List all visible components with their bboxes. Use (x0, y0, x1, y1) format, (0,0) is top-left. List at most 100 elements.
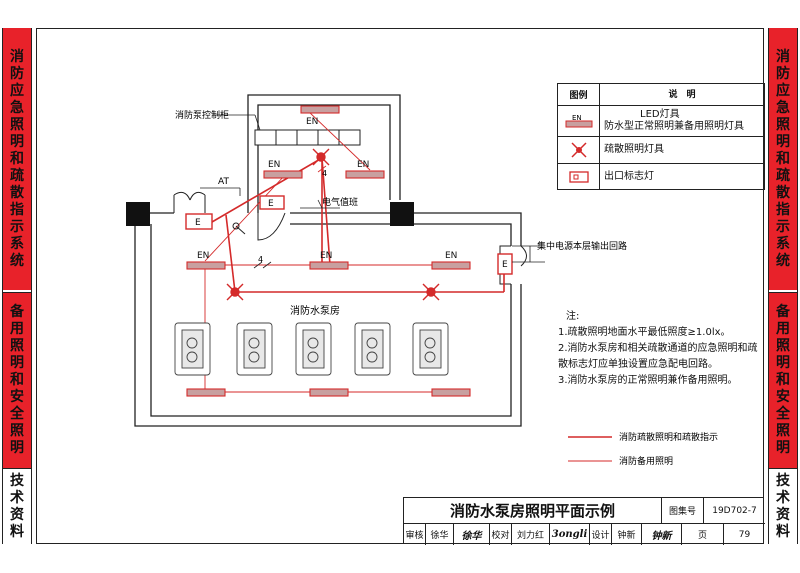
cross-light-icon (570, 142, 587, 158)
atlas-number-label: 图集号 (662, 498, 704, 524)
reviewer-name: 徐华 (426, 524, 454, 545)
exit-sign-icon (568, 170, 589, 183)
at-label: AT (218, 177, 229, 187)
pump-4 (354, 322, 391, 376)
legend-en-desc: LED灯具 防水型正常照明兼备用照明灯具 (600, 106, 764, 136)
notes-title: 注: (566, 311, 580, 322)
fixture-en-upper-right (345, 170, 385, 179)
legend-en-desc-2: 防水型正常照明兼备用照明灯具 (604, 121, 744, 132)
legend-exit-symbol-cell (558, 164, 600, 189)
circuit-mark-row1: 4 (258, 255, 263, 264)
circuit-tick-upper (317, 165, 327, 173)
door-right-arc (520, 245, 527, 267)
en-label-row1-2: EN (320, 251, 332, 261)
en-label-upper-right: EN (357, 160, 369, 170)
pump-room-label: 消防水泵房 (290, 304, 340, 317)
cabinet-2 (275, 129, 298, 146)
fixture-en-upper-left (263, 170, 303, 179)
cabinet-1 (254, 129, 277, 146)
note-1: 1.疏散照明地面水平最低照度≥1.0lx。 (558, 327, 731, 338)
legend-row-evac: 疏散照明灯具 (558, 137, 764, 164)
exit-box-right (497, 253, 513, 275)
title-block: 消防水泵房照明平面示例 图集号 19D702-7 审核 徐华 徐华 校对 刘力红… (403, 497, 765, 545)
side-category-column-left: 消防应急照明和疏散指示系统 备用照明和安全照明 技术资料 (2, 28, 32, 544)
wall-main-inner-right (412, 223, 512, 246)
designer-signature: 钟新 (642, 524, 682, 545)
pump-control-cabinet-label: 消防泵控制柜 (175, 109, 229, 121)
column-right (390, 202, 414, 226)
line-legend-thick-label: 消防疏散照明和疏散指示 (619, 431, 718, 443)
atlas-number: 19D702-7 (704, 498, 765, 524)
electrical-shaft-label: 电气值班 (322, 196, 358, 208)
fixture-en-row2-2 (309, 388, 349, 397)
exit-box-right-label: E (502, 260, 508, 270)
note-3: 3.消防水泵房的正常照明兼作备用照明。 (558, 375, 738, 386)
wall-upper-inner (257, 104, 391, 213)
column-left (126, 202, 150, 226)
page-label: 页 (682, 524, 724, 545)
legend-en-symbol-text: EN (572, 114, 582, 122)
cabinet-3 (296, 129, 319, 146)
legend-en-symbol-cell: EN (558, 106, 600, 136)
legend-table: 图例 说 明 EN LED灯具 防水型正常照明兼备用照明灯具 疏散照明灯具 (557, 83, 765, 190)
evac-light-upper-x2 (312, 148, 330, 166)
door-double-left (173, 191, 206, 213)
wire-thick-3 (225, 214, 236, 293)
exit-box-upper-label: E (268, 199, 274, 209)
power-source-label: 集中电源本层输出回路 (537, 240, 627, 252)
en-label-row1-1: EN (197, 251, 209, 261)
drawing-title: 消防水泵房照明平面示例 (404, 498, 662, 524)
category-standby-lighting-right-text: 备用照明和安全照明 (776, 304, 790, 456)
legend-header-row: 图例 说 明 (558, 84, 764, 106)
wire-thick-1 (211, 157, 323, 223)
note-2: 2.消防水泵房和相关疏散通道的应急照明和疏 (558, 343, 758, 354)
en-label-upper-left: EN (268, 160, 280, 170)
pump-2 (236, 322, 273, 376)
checker-name: 刘力红 (512, 524, 550, 545)
category-emergency-lighting-right: 消防应急照明和疏散指示系统 (769, 28, 797, 290)
circuit-tick-row1b (262, 261, 272, 269)
category-standby-lighting: 备用照明和安全照明 (3, 292, 31, 468)
pump-3 (295, 322, 332, 376)
category-standby-lighting-text: 备用照明和安全照明 (10, 304, 24, 456)
category-technical-data: 技术资料 (3, 468, 31, 544)
shaft-leader-2 (317, 199, 323, 209)
legend-en-symbol: EN (565, 114, 592, 128)
category-emergency-lighting-right-text: 消防应急照明和疏散指示系统 (776, 48, 790, 269)
side-category-column-right: 消防应急照明和疏散指示系统 备用照明和安全照明 技术资料 (768, 28, 798, 544)
designer-name: 钟新 (612, 524, 642, 545)
wire-thick-2 (321, 157, 331, 266)
category-standby-lighting-right: 备用照明和安全照明 (769, 292, 797, 468)
pump-1 (174, 322, 211, 376)
switch-symbol (232, 222, 240, 230)
wire-thin-2 (204, 174, 286, 262)
door-upper-room (257, 212, 286, 241)
drawing-frame (36, 28, 764, 544)
legend-en-desc-1: LED灯具 (640, 109, 680, 120)
exit-box-left (185, 213, 213, 230)
legend-row-exit: 出口标志灯 (558, 164, 764, 189)
legend-evac-desc: 疏散照明灯具 (604, 144, 664, 155)
category-emergency-lighting-text: 消防应急照明和疏散指示系统 (10, 48, 24, 269)
circuit-mark-upper: 4 (322, 169, 327, 178)
line-legend-thin-label: 消防备用照明 (619, 455, 673, 467)
page-number: 79 (738, 529, 751, 540)
legend-row-en: EN LED灯具 防水型正常照明兼备用照明灯具 (558, 106, 764, 137)
category-technical-data-text: 技术资料 (10, 472, 24, 540)
fixture-en-cabinet (300, 105, 340, 114)
note-2-cont: 散标志灯应单独设置应急配电回路。 (558, 359, 718, 370)
review-label: 审核 (404, 524, 426, 545)
wire-thin-1 (307, 110, 371, 171)
pump-5 (412, 322, 449, 376)
wall-main-outer-right (412, 212, 522, 246)
cabinet-5 (338, 129, 361, 146)
evac-light-right-x2 (422, 283, 440, 301)
design-label: 设计 (590, 524, 612, 545)
category-technical-data-right-text: 技术资料 (776, 472, 790, 540)
legend-exit-desc: 出口标志灯 (604, 170, 654, 182)
exit-box-left-label: E (195, 218, 201, 228)
en-label-cabinet: EN (306, 117, 318, 127)
en-label-row1-3: EN (445, 251, 457, 261)
fixture-en-row2-3 (431, 388, 471, 397)
